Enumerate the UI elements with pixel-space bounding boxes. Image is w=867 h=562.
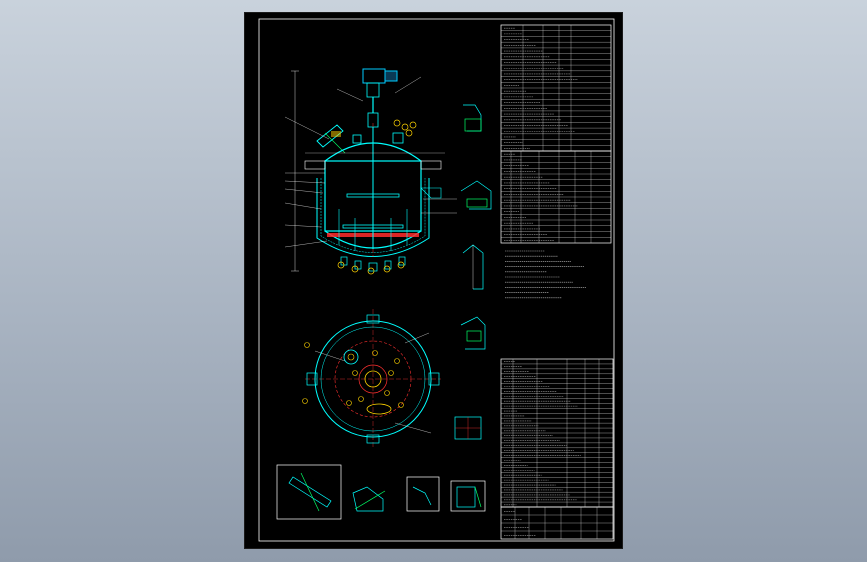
outer-border	[258, 18, 615, 542]
spec-table	[500, 24, 612, 152]
drawing-sheet	[244, 12, 623, 549]
vessel-plan-view	[302, 309, 441, 449]
detail-views	[454, 104, 492, 440]
vessel-elevation	[284, 68, 457, 275]
nozzle-icon	[316, 124, 346, 154]
title-block	[500, 506, 614, 540]
bottom-details	[276, 464, 486, 520]
parts-list-table	[500, 358, 614, 508]
nozzle-table	[500, 150, 612, 244]
technical-notes	[505, 250, 586, 299]
cad-drawing	[258, 18, 615, 542]
motor-icon	[362, 68, 398, 128]
